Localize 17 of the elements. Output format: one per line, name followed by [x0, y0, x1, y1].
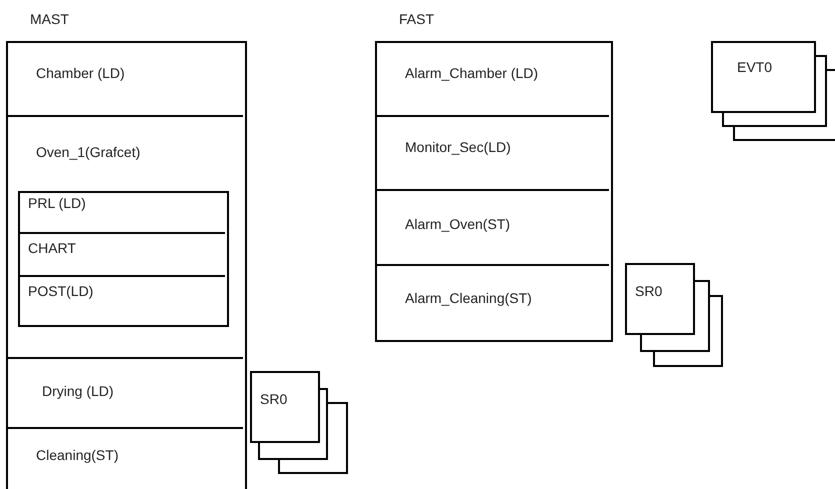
group-heading: MAST	[30, 11, 69, 27]
task-label: POST(LD)	[28, 283, 94, 299]
task-label: SR0	[635, 283, 662, 299]
task-label: Alarm_Oven(ST)	[405, 216, 510, 232]
task-label: CHART	[28, 240, 76, 256]
task-label: Drying (LD)	[42, 383, 114, 399]
task-label: PRL (LD)	[28, 195, 86, 211]
task-label: SR0	[260, 391, 288, 407]
task-label: Alarm_Chamber (LD)	[405, 65, 538, 81]
task-label: Alarm_Cleaning(ST)	[405, 290, 532, 306]
task-label: Cleaning(ST)	[36, 447, 118, 463]
task-label: Monitor_Sec(LD)	[405, 139, 511, 155]
task-label: EVT0	[737, 59, 772, 75]
group-heading: FAST	[399, 11, 434, 27]
task-label: Chamber (LD)	[36, 65, 125, 81]
task-label: Oven_1(Grafcet)	[36, 144, 140, 160]
section-box	[18, 191, 229, 327]
